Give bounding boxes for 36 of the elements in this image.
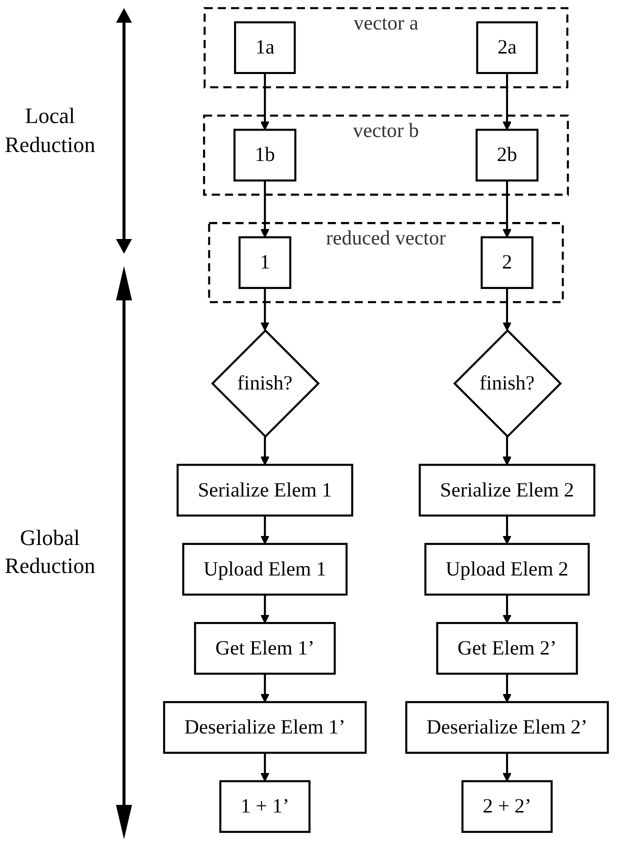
node-box: Deserialize Elem 1’	[163, 701, 367, 754]
arrow	[502, 288, 512, 331]
arrow	[260, 288, 270, 331]
node-diamond: finish?	[453, 329, 562, 438]
node-box: 1	[238, 236, 292, 289]
phase-label: Local Reduction	[4, 102, 96, 159]
node-box: Upload Elem 2	[424, 542, 590, 596]
node-diamond: finish?	[211, 329, 320, 438]
node-box: Deserialize Elem 2’	[405, 701, 609, 754]
node-box: 2a	[476, 21, 538, 74]
arrow	[260, 73, 270, 130]
node-box: Get Elem 2’	[436, 622, 578, 675]
node-box: Upload Elem 1	[182, 542, 348, 596]
node-box: 2 + 2’	[461, 780, 553, 833]
arrow	[260, 594, 270, 624]
arrow	[502, 516, 512, 544]
arrow	[502, 180, 512, 238]
arrow	[502, 73, 512, 130]
node-box: 1a	[234, 21, 296, 74]
arrow	[260, 436, 270, 466]
arrow	[260, 180, 270, 238]
node-box: Serialize Elem 2	[418, 464, 596, 517]
arrow	[260, 752, 270, 782]
arrow	[260, 516, 270, 544]
arrow	[502, 674, 512, 702]
arrow	[502, 752, 512, 782]
node-box: Serialize Elem 1	[176, 464, 354, 517]
arrow	[260, 674, 270, 702]
arrow	[502, 436, 512, 466]
node-box: 2	[480, 236, 534, 289]
node-box: 2b	[476, 128, 538, 182]
phase-label: Global Reduction	[4, 524, 96, 580]
node-box: 1b	[233, 128, 296, 182]
arrow	[502, 594, 512, 624]
node-box: Get Elem 1’	[194, 622, 336, 675]
node-box: 1 + 1’	[219, 780, 311, 833]
